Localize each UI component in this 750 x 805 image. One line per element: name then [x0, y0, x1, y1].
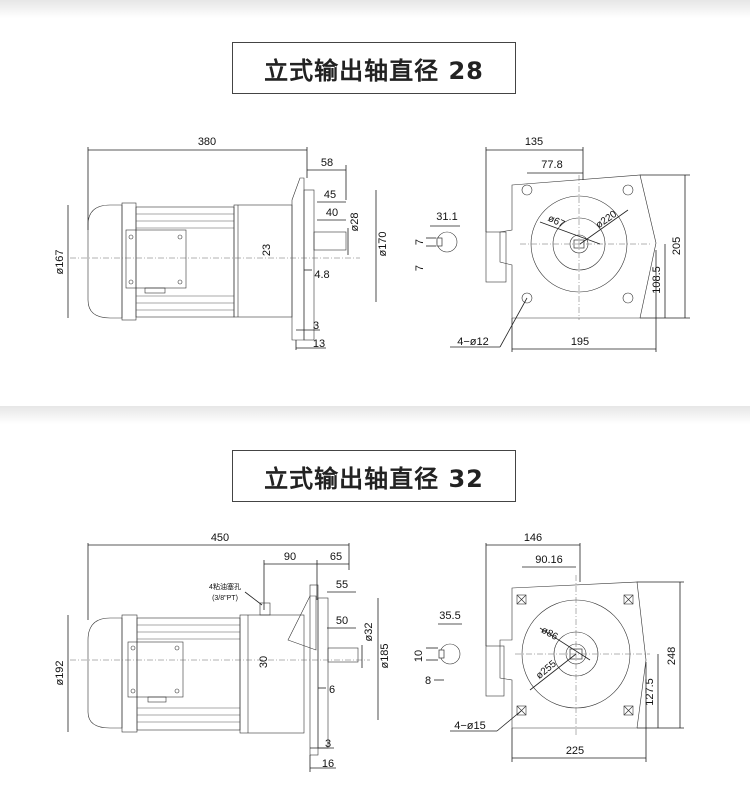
dim-phi192: ø192	[54, 660, 66, 685]
key-section-32: 35.5 10 8	[413, 610, 462, 687]
dim-16: 16	[322, 758, 334, 770]
dim-127-5: 127.5	[644, 678, 656, 706]
dim-55: 55	[336, 579, 348, 591]
dim-13: 13	[313, 338, 325, 350]
dim-phi220: ø220	[594, 209, 619, 231]
dim-23: 23	[261, 244, 273, 256]
dim-248: 248	[666, 647, 678, 665]
dim-450: 450	[211, 532, 229, 544]
dim-phi32: ø32	[363, 623, 375, 642]
dim-40: 40	[326, 207, 338, 219]
dim-380: 380	[198, 136, 216, 148]
dim-4-phi12: 4−ø12	[457, 336, 489, 348]
key-section-28: 31.1 7 7	[414, 211, 460, 271]
section-1-drawing: 380 58 45 40	[54, 136, 690, 352]
section-2-title: 立式输出轴直径 32	[232, 450, 516, 502]
dim-31-1: 31.1	[436, 211, 457, 223]
dim-205: 205	[671, 237, 683, 255]
dim-135: 135	[525, 136, 543, 148]
dim-4-phi15: 4−ø15	[454, 720, 486, 732]
dim-phi185: ø185	[379, 643, 391, 668]
dim-50: 50	[336, 615, 348, 627]
dim-phi170: ø170	[377, 231, 389, 256]
dim-146: 146	[524, 532, 542, 544]
dim-3b: 3	[325, 738, 331, 750]
side-view-32: 450 90 65 55 50 4粘油塞孔 (3/8"PT)	[54, 532, 391, 772]
dim-90: 90	[284, 551, 296, 563]
section-1-title: 立式输出轴直径 28	[232, 42, 516, 94]
dim-77-8: 77.8	[541, 159, 562, 171]
front-view-28: 135 77.8 ø67 ø220 205 108.5 195 4−ø12	[450, 136, 690, 352]
side-view-28: 380 58 45 40	[54, 136, 389, 350]
dim-30: 30	[258, 656, 270, 668]
dim-195: 195	[571, 336, 589, 348]
dim-4-8: 4.8	[314, 269, 329, 281]
dim-10: 10	[413, 650, 425, 662]
dim-7b: 7	[414, 265, 426, 271]
dim-phi28: ø28	[349, 213, 361, 232]
dim-225: 225	[566, 745, 584, 757]
dim-35-5: 35.5	[439, 610, 460, 622]
dim-6: 6	[329, 684, 335, 696]
oil-plug-note: 4粘油塞孔	[209, 582, 241, 591]
dim-65: 65	[330, 551, 342, 563]
dim-3: 3	[313, 320, 319, 332]
dim-90-16: 90.16	[535, 554, 563, 566]
oil-plug-thread: (3/8"PT)	[212, 595, 238, 602]
dim-7a: 7	[414, 239, 426, 245]
dim-phi167: ø167	[54, 249, 66, 274]
dim-45: 45	[324, 189, 336, 201]
dim-8: 8	[425, 675, 431, 687]
dim-108-5: 108.5	[651, 266, 663, 294]
dim-phi86: ø86	[539, 625, 560, 643]
section-2-drawing: 450 90 65 55 50 4粘油塞孔 (3/8"PT)	[54, 532, 684, 772]
section-2-divider	[0, 406, 750, 424]
dim-58: 58	[321, 157, 333, 169]
front-view-32: 146 90.16 ø86 ø255 248 127.5 225 4−ø15	[450, 532, 684, 762]
section-1-divider	[0, 0, 750, 18]
